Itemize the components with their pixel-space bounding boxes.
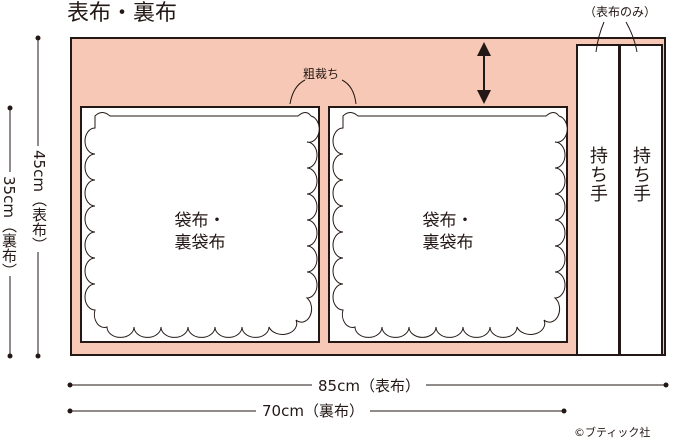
bag-panel-label-line2: 裏袋布 [174,233,226,253]
bag-outline-2 [332,112,568,338]
bag-panel-label-line1: 袋布・ [422,211,474,231]
bag-panel-label-line1: 袋布・ [174,211,226,231]
bag-outline-1 [84,112,320,338]
rough-cut-leader [341,79,357,105]
rough-cut-leader [289,79,306,105]
strap-label: 持ち手 [587,146,608,203]
bag-panel-label-line2: 裏袋布 [422,233,474,253]
bag-panel-label: 袋布・ 裏袋布 [80,210,320,254]
strap-label: 持ち手 [630,146,651,203]
margin-arrow [477,42,491,104]
height-outer-label: 45cm（表布） [30,150,48,252]
outer-only-leader [595,21,605,53]
outer-only-leader [625,21,638,53]
bag-panel-label: 袋布・ 裏袋布 [328,210,568,254]
dimension-line-height-lining [7,105,13,359]
copyright-notice: ©ブティック社 [574,426,651,439]
dimension-line-width-outer [67,382,669,388]
bag-panel-1-text: 袋布・ 裏袋布 [80,106,320,343]
strap-piece-1: 持ち手 [576,44,620,356]
outer-only-note: （表布のみ） [584,5,657,19]
height-lining-label: 35cm（裏布） [0,176,18,278]
dimension-line-width-lining [67,408,567,414]
dimension-line-height-outer [35,35,41,359]
rough-cut-label: 粗裁ち [303,67,340,81]
diagram-title: 表布・裏布 [67,1,178,26]
width-outer-label: 85cm（表布） [318,377,420,395]
strap-piece-2: 持ち手 [619,44,663,356]
width-lining-label: 70cm（裏布） [262,402,364,420]
bag-panel-2-text: 袋布・ 裏袋布 [328,106,568,343]
